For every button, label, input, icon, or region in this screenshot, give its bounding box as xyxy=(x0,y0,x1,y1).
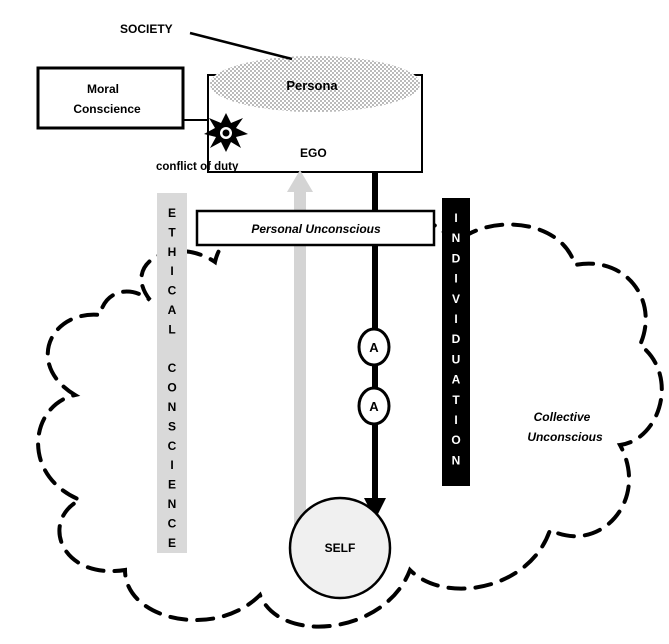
society-label: SOCIETY xyxy=(120,22,173,36)
individuation-letter: I xyxy=(454,272,457,286)
ethical-conscience-letter: E xyxy=(168,536,176,550)
individuation-letter: D xyxy=(452,332,461,346)
ethical-conscience-letter: N xyxy=(168,497,177,511)
personal-unconscious-label: Personal Unconscious xyxy=(251,222,381,236)
individuation-letter: I xyxy=(454,312,457,326)
ethical-conscience-letter: E xyxy=(168,478,176,492)
svg-text:A: A xyxy=(369,399,379,414)
ethical-conscience-letter: C xyxy=(168,284,177,298)
individuation-band xyxy=(442,198,470,486)
archetype-node: A xyxy=(357,327,391,367)
ego-label: EGO xyxy=(300,146,327,160)
moral-conscience-label-line1: Moral xyxy=(87,82,119,96)
individuation-letter: I xyxy=(454,211,457,225)
moral-conscience-box xyxy=(36,66,185,130)
collective-unconscious-label-line1: Collective xyxy=(534,410,591,424)
ethical-arrow-head xyxy=(287,170,313,192)
individuation-letter: D xyxy=(452,251,461,265)
individuation-letter: N xyxy=(452,231,461,245)
self-label: SELF xyxy=(325,541,356,555)
society-pointer xyxy=(189,31,293,61)
ethical-conscience-letter: C xyxy=(168,361,177,375)
ethical-conscience-letter: N xyxy=(168,400,177,414)
ethical-conscience-letter: A xyxy=(168,303,177,317)
ethical-conscience-letter: C xyxy=(168,516,177,530)
ethical-conscience-letter: H xyxy=(168,245,177,259)
personal-unconscious-box xyxy=(195,209,436,247)
individuation-letter: T xyxy=(452,393,460,407)
ethical-conscience-band xyxy=(157,193,187,553)
self-circle xyxy=(288,496,392,600)
individuation-letter: O xyxy=(451,433,460,447)
svg-text:A: A xyxy=(369,340,379,355)
moral-conscience-label-line2: Conscience xyxy=(73,102,141,116)
ethical-conscience-letter: O xyxy=(167,381,176,395)
ethical-arrow-shaft xyxy=(294,188,306,528)
conflict-star-icon xyxy=(204,113,248,152)
archetype-node: A xyxy=(357,386,391,426)
ethical-conscience-letter: I xyxy=(170,264,173,278)
individuation-letter: U xyxy=(452,352,461,366)
individuation-letter: A xyxy=(452,373,461,387)
individuation-letter: V xyxy=(452,292,460,306)
ethical-conscience-letter: S xyxy=(168,419,176,433)
individuation-letter: I xyxy=(454,413,457,427)
persona-region xyxy=(210,56,420,112)
ethical-conscience-letter: I xyxy=(170,458,173,472)
persona-label: Persona xyxy=(286,78,338,93)
ethical-conscience-letter: C xyxy=(168,439,177,453)
collective-unconscious-label-line2: Unconscious xyxy=(527,430,603,444)
ethical-conscience-letter: L xyxy=(168,322,175,336)
ethical-conscience-letter: T xyxy=(168,225,176,239)
individuation-letter: N xyxy=(452,453,461,467)
ethical-conscience-letter: E xyxy=(168,206,176,220)
conflict-of-duty-label: conflict of duty xyxy=(156,161,239,173)
individuation-arrow-head xyxy=(364,498,386,520)
